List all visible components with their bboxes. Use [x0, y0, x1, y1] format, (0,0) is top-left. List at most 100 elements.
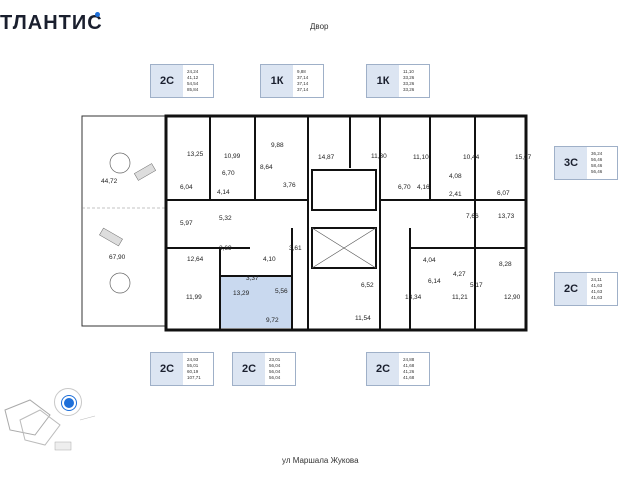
room-area: 8,64	[260, 164, 273, 171]
badge-value: 41,12	[187, 75, 199, 80]
room-area: 5,97	[180, 220, 193, 227]
badge-value: 36,24	[591, 151, 603, 156]
sunbed	[99, 227, 123, 247]
badge-value: 41,63	[591, 283, 603, 288]
room-area: 4,27	[453, 271, 466, 278]
badge-value: 41,63	[591, 289, 603, 294]
room-area: 6,04	[180, 184, 193, 191]
apartment-badge[interactable]: 2С 23,01 56,04 56,04 56,04	[232, 352, 296, 386]
apartment-badge[interactable]: 2С 24,93 55,01 60,19 107,71	[150, 352, 214, 386]
badge-value: 58,46	[591, 163, 603, 168]
badge-value: 33,26	[403, 87, 415, 92]
badge-value: 37,14	[297, 87, 309, 92]
room-area: 11,10	[413, 154, 429, 161]
room-area: 3,69	[219, 245, 232, 252]
compass-icon	[62, 396, 76, 410]
room-area: 2,41	[449, 191, 462, 198]
apartment-badge[interactable]: 1К 11,10 33,26 33,26 33,26	[366, 64, 430, 98]
badge-value: 54,54	[187, 81, 199, 86]
badge-value: 56,46	[591, 157, 603, 162]
badge-value: 56,04	[269, 375, 281, 380]
apartment-type: 1К	[367, 65, 399, 97]
badge-value: 37,14	[297, 75, 309, 80]
badge-value: 24,88	[403, 357, 415, 362]
apartment-type: 1К	[261, 65, 293, 97]
room-area: 13,29	[233, 290, 250, 297]
room-area: 11,21	[452, 294, 468, 301]
badge-value: 9,88	[297, 69, 306, 74]
room-area: 6,70	[398, 184, 411, 191]
badge-value: 24,24	[187, 69, 199, 74]
apartment-type: 2С	[151, 353, 183, 385]
terrace-table	[109, 272, 131, 294]
apartment-badge[interactable]: 2С 24,24 41,12 54,54 85,84	[150, 64, 214, 98]
brand-logo: ТЛАНТИС	[0, 12, 103, 34]
room-area: 4,08	[449, 173, 462, 180]
sunbed	[133, 163, 157, 181]
highlighted-apartment	[220, 276, 292, 328]
room-area: 5,56	[275, 288, 288, 295]
badge-value: 23,01	[269, 357, 281, 362]
badge-value: 33,26	[403, 81, 415, 86]
room-area: 12,64	[187, 256, 204, 263]
room-area: 11,30	[371, 153, 387, 160]
room-area: 15,07	[515, 154, 532, 161]
terrace-outline	[81, 115, 167, 327]
badge-value: 24,11	[591, 277, 602, 282]
room-area: 13,73	[498, 213, 515, 220]
badge-value: 33,26	[403, 75, 415, 80]
badge-value: 107,71	[187, 375, 201, 380]
room-area: 12,90	[504, 294, 521, 301]
street-label-top: Двор	[310, 22, 329, 31]
room-area: 14,87	[318, 154, 335, 161]
stair-core	[311, 227, 377, 269]
room-area: 4,10	[263, 256, 276, 263]
badge-value: 56,04	[269, 369, 281, 374]
apartment-type: 2С	[555, 273, 587, 305]
apartment-type: 2С	[233, 353, 265, 385]
elevator-core	[311, 169, 377, 211]
apartment-badge[interactable]: 1К 9,88 37,14 37,14 37,14	[260, 64, 324, 98]
room-area: 6,70	[222, 170, 235, 177]
room-area: 67,90	[109, 254, 126, 261]
badge-value: 41,26	[403, 369, 415, 374]
apartment-badge[interactable]: 3С 36,24 56,46 58,46 56,46	[554, 146, 618, 180]
room-area: 13,34	[405, 294, 422, 301]
room-area: 44,72	[101, 178, 118, 185]
apartment-type: 2С	[151, 65, 183, 97]
room-area: 10,44	[463, 154, 480, 161]
badge-value: 41,68	[403, 375, 415, 380]
apartment-type: 2С	[367, 353, 399, 385]
room-area: 6,52	[361, 282, 374, 289]
room-area: 8,28	[499, 261, 512, 268]
badge-value: 37,14	[297, 81, 309, 86]
room-area: 5,17	[470, 282, 483, 289]
apartment-type: 3С	[555, 147, 587, 179]
terrace-table	[109, 152, 131, 174]
room-area: 4,14	[217, 189, 230, 196]
room-area: 5,32	[219, 215, 232, 222]
room-area: 6,14	[428, 278, 441, 285]
badge-value: 11,10	[403, 69, 414, 74]
room-area: 4,04	[423, 257, 436, 264]
room-area: 7,66	[466, 213, 479, 220]
badge-value: 60,19	[187, 369, 199, 374]
street-label-bottom: ул Маршала Жукова	[282, 456, 359, 465]
room-area: 9,88	[271, 142, 284, 149]
logo-dot-icon	[95, 12, 100, 17]
room-area: 9,72	[266, 317, 279, 324]
badge-value: 24,93	[187, 357, 199, 362]
compass-ring	[54, 388, 82, 416]
room-area: 6,07	[497, 190, 510, 197]
badge-value: 56,46	[591, 169, 603, 174]
room-area: 3,61	[289, 245, 302, 252]
apartment-badge[interactable]: 2С 24,11 41,63 41,63 41,63	[554, 272, 618, 306]
room-area: 3,37	[246, 275, 259, 282]
floor-plan	[81, 114, 528, 332]
room-area: 4,16	[417, 184, 430, 191]
badge-value: 55,01	[187, 363, 199, 368]
site-map	[4, 399, 96, 451]
apartment-badge[interactable]: 2С 24,88 41,68 41,26 41,68	[366, 352, 430, 386]
room-area: 10,99	[224, 153, 241, 160]
room-area: 11,99	[186, 294, 202, 301]
